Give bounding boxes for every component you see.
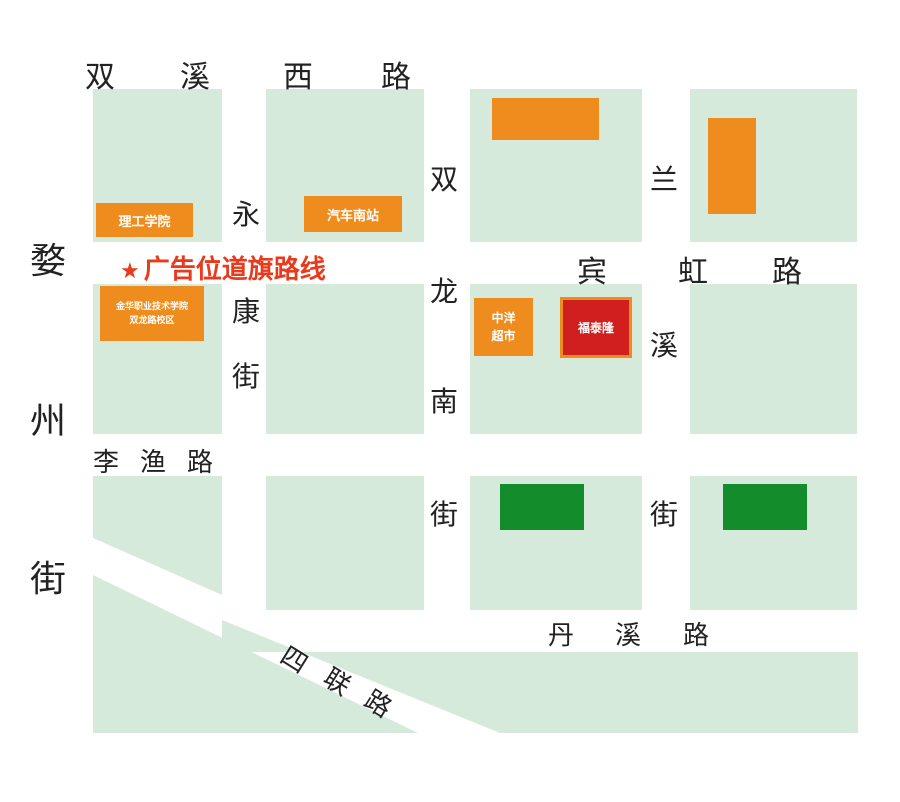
block-r2c4: [690, 284, 857, 434]
road-shuanglong-4: 街: [430, 498, 459, 531]
building-jinhua-school-line2: 双龙路校区: [129, 315, 175, 326]
building-ligong-label: 理工学院: [118, 214, 171, 230]
building-green-right: [723, 484, 807, 530]
road-danxi-1: 丹: [548, 621, 575, 651]
road-wuzhou-3: 街: [30, 559, 67, 600]
road-binhong-2: 虹: [678, 255, 708, 290]
route-label-text: 广告位道旗路线: [143, 255, 326, 285]
building-target: 福泰隆: [560, 297, 632, 358]
road-shuangxi-west-4: 路: [381, 60, 411, 95]
building-bus-station: 汽车南站: [304, 196, 402, 232]
block-r2c2: [266, 284, 424, 434]
building-target-label: 福泰隆: [577, 321, 614, 335]
road-danxi-3: 路: [683, 621, 710, 651]
building-zhongyang-line2: 超市: [491, 329, 516, 343]
road-shuangxi-west-2: 溪: [180, 60, 210, 95]
star-icon: ★: [120, 259, 140, 284]
road-shuangxi-west-3: 西: [283, 60, 313, 95]
road-lanxi-3: 街: [650, 498, 679, 531]
road-liyu-3: 路: [187, 448, 214, 478]
road-lanxi-1: 兰: [650, 163, 679, 196]
road-yongkang-2: 康: [232, 295, 261, 328]
block-r3c2: [266, 476, 424, 610]
building-green-left: [500, 484, 584, 530]
road-yongkang-1: 永: [232, 198, 261, 231]
road-liyu-2: 渔: [140, 448, 167, 478]
block-lower-left: [93, 575, 418, 733]
block-lower-right: [222, 620, 858, 733]
building-top-right: [708, 118, 756, 214]
route-label: ★广告位道旗路线: [120, 249, 326, 286]
building-top-middle: [492, 98, 599, 140]
road-shuanglong-3: 南: [430, 385, 459, 418]
building-jinhua-school: 金华职业技术学院 双龙路校区: [100, 286, 204, 341]
road-shuanglong-2: 龙: [430, 275, 459, 308]
road-lanxi-2: 溪: [650, 329, 679, 362]
road-shuangxi-west-1: 双: [85, 60, 115, 95]
road-danxi-2: 溪: [615, 621, 642, 651]
road-liyu-1: 李: [93, 448, 120, 478]
road-wuzhou-2: 州: [30, 401, 67, 442]
road-yongkang-3: 街: [232, 360, 261, 393]
road-binhong-1: 宾: [577, 255, 607, 290]
block-r3c1: [93, 476, 222, 595]
building-ligong: 理工学院: [96, 203, 193, 237]
road-wuzhou-1: 婺: [30, 241, 67, 282]
building-zhongyang-line1: 中洋: [491, 311, 516, 325]
building-bus-station-label: 汽车南站: [326, 208, 379, 224]
building-zhongyang: 中洋 超市: [474, 298, 533, 356]
road-shuanglong-1: 双: [430, 163, 459, 196]
building-jinhua-school-line1: 金华职业技术学院: [115, 301, 188, 312]
road-binhong-3: 路: [772, 255, 802, 290]
